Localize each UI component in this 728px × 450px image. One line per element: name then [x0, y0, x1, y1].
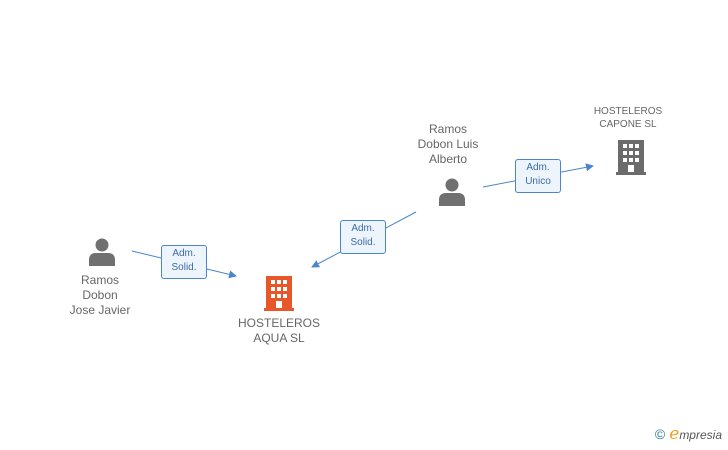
empresia-logo: empresia: [669, 424, 722, 444]
person-icon[interactable]: [89, 238, 115, 267]
person-icon[interactable]: [439, 178, 465, 207]
copyright-icon: ©: [654, 426, 666, 442]
node-label-ramos-dobon-jose-javier[interactable]: Ramos Dobon Jose Javier: [69, 273, 131, 317]
building-icon[interactable]: [264, 276, 294, 311]
footer-brand: © empresia: [655, 424, 722, 444]
edge-label-adm-solid: Adm. Solid.: [161, 245, 207, 279]
edge-label-adm-unico: Adm. Unico: [515, 159, 561, 193]
node-label-hosteleros-capone[interactable]: HOSTELEROS CAPONE SL: [593, 106, 663, 130]
building-icon[interactable]: [616, 140, 646, 175]
node-label-hosteleros-aqua[interactable]: HOSTELEROS AQUA SL: [237, 316, 321, 345]
node-label-ramos-dobon-luis-alberto[interactable]: Ramos Dobon Luis Alberto: [417, 122, 479, 166]
edge-label-adm-solid: Adm. Solid.: [340, 220, 386, 254]
